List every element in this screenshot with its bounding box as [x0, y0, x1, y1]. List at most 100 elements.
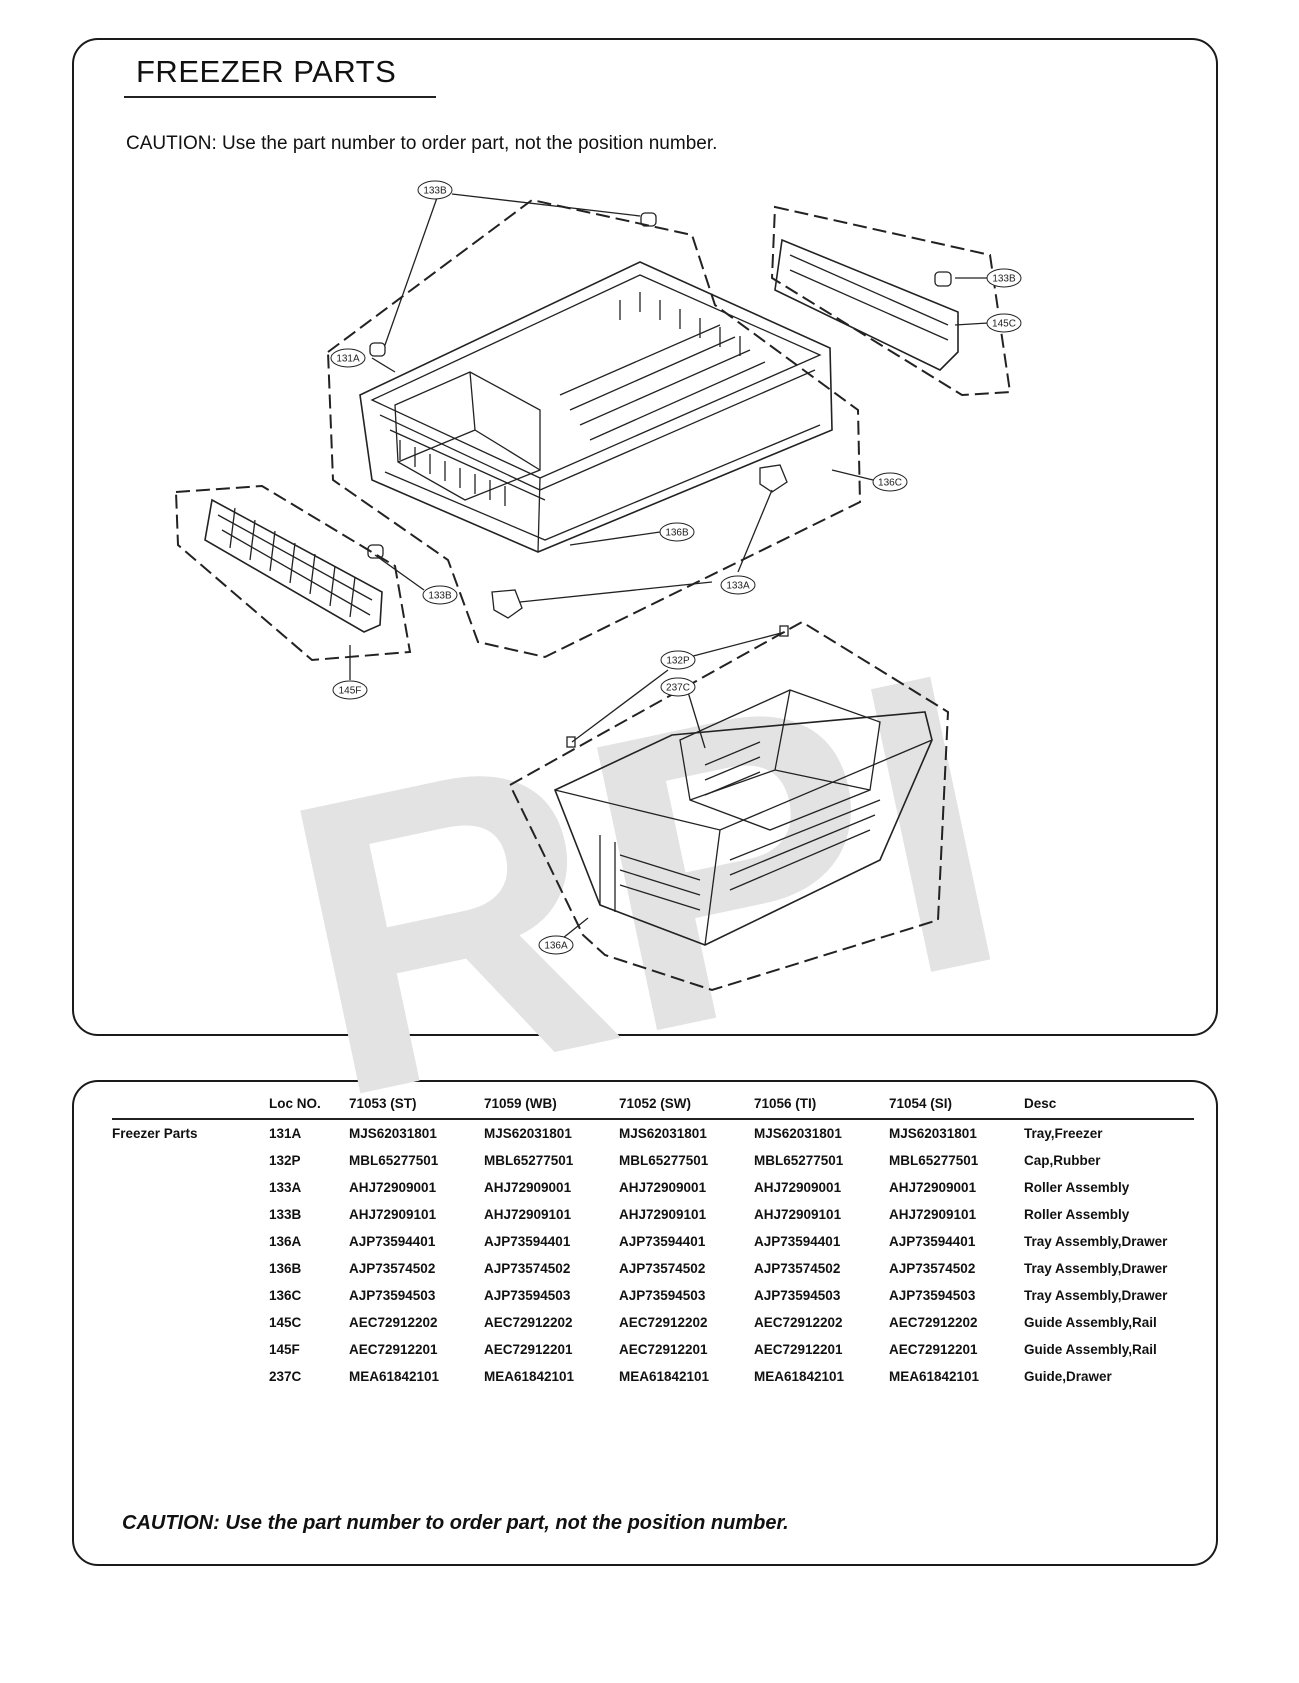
loc-number: 237C	[269, 1369, 302, 1384]
section-label	[112, 1363, 269, 1390]
part-number: AHJ72909001	[349, 1180, 437, 1195]
rail-right	[774, 238, 959, 371]
column-header: 71059 (WB)	[484, 1088, 619, 1120]
svg-text:133B: 133B	[428, 591, 452, 602]
group-outline-rail-left	[174, 484, 412, 662]
part-number: AJP73574502	[349, 1261, 436, 1276]
part-number: AJP73574502	[484, 1261, 571, 1276]
loc-number: 133B	[269, 1207, 302, 1222]
part-number: MEA61842101	[484, 1369, 575, 1384]
part-number: AHJ72909101	[484, 1207, 572, 1222]
part-number: AEC72912202	[889, 1315, 978, 1330]
column-header: Desc	[1024, 1088, 1194, 1120]
svg-text:133B: 133B	[992, 274, 1016, 285]
callout-136b: 136B	[659, 522, 695, 542]
part-number: AJP73574502	[889, 1261, 976, 1276]
part-description: Guide,Drawer	[1024, 1369, 1112, 1384]
table-row: 136C AJP73594503 AJP73594503 AJP73594503 AJP…	[112, 1282, 1194, 1309]
section-label	[112, 1336, 269, 1363]
callout-136a: 136A	[538, 935, 574, 955]
loc-number: 145C	[269, 1315, 302, 1330]
part-number: MJS62031801	[754, 1126, 842, 1141]
part-number: AEC72912201	[619, 1342, 708, 1357]
svg-text:133B: 133B	[423, 186, 447, 197]
loc-number: 136A	[269, 1234, 302, 1249]
callout-136c: 136C	[872, 472, 908, 492]
section-label	[112, 1255, 269, 1282]
loc-number: 136C	[269, 1288, 302, 1303]
roller-133b-right	[934, 271, 952, 287]
loc-number: 132P	[269, 1153, 301, 1168]
part-number: AJP73574502	[754, 1261, 841, 1276]
part-number: MJS62031801	[349, 1126, 437, 1141]
column-header: 71054 (SI)	[889, 1088, 1024, 1120]
part-number: MJS62031801	[484, 1126, 572, 1141]
part-number: AEC72912201	[754, 1342, 843, 1357]
svg-text:136C: 136C	[878, 478, 902, 489]
callout-145f: 145F	[332, 680, 368, 700]
part-number: AJP73594503	[484, 1288, 571, 1303]
cap-132p-left	[566, 736, 576, 748]
part-number: AJP73594503	[754, 1288, 841, 1303]
table-row: 136B AJP73574502 AJP73574502 AJP73574502 AJP…	[112, 1255, 1194, 1282]
part-number: AJP73594401	[349, 1234, 436, 1249]
loc-number: 145F	[269, 1342, 300, 1357]
group-outline-lower-drawer	[508, 620, 950, 992]
part-number: MBL65277501	[484, 1153, 574, 1168]
callout-133a: 133A	[720, 575, 756, 595]
part-number: AJP73574502	[619, 1261, 706, 1276]
section-label	[112, 1147, 269, 1174]
caution-note-top: CAUTION: Use the part number to order pa…	[126, 133, 718, 154]
part-number: AEC72912202	[754, 1315, 843, 1330]
part-number: AHJ72909001	[754, 1180, 842, 1195]
title-underline	[124, 96, 436, 98]
callout-labels: 133B 133B 131A 145C 136C 136B 133B 133A …	[330, 180, 1022, 955]
part-number: MEA61842101	[349, 1369, 440, 1384]
part-number: MBL65277501	[889, 1153, 979, 1168]
part-description: Cap,Rubber	[1024, 1153, 1101, 1168]
svg-text:145F: 145F	[339, 686, 362, 697]
rail-left	[204, 498, 383, 633]
part-number: AHJ72909001	[889, 1180, 977, 1195]
svg-text:131A: 131A	[336, 354, 360, 365]
cap-132p-right	[779, 625, 789, 637]
section-label	[112, 1228, 269, 1255]
part-number: MJS62031801	[889, 1126, 977, 1141]
part-number: AHJ72909101	[619, 1207, 707, 1222]
part-number: AJP73594503	[619, 1288, 706, 1303]
part-number: MJS62031801	[619, 1126, 707, 1141]
svg-text:132P: 132P	[666, 656, 690, 667]
section-label	[112, 1201, 269, 1228]
parts-table-panel	[72, 1080, 1218, 1566]
svg-text:237C: 237C	[666, 683, 690, 694]
column-header	[112, 1088, 269, 1120]
column-header: 71053 (ST)	[349, 1088, 484, 1120]
group-outline-rail-right	[770, 205, 1012, 397]
part-number: AJP73594401	[619, 1234, 706, 1249]
part-description: Tray Assembly,Drawer	[1024, 1261, 1168, 1276]
part-number: MEA61842101	[619, 1369, 710, 1384]
svg-text:136B: 136B	[665, 528, 689, 539]
callout-133b-left: 133B	[422, 585, 458, 605]
group-outline-main-tray	[326, 198, 862, 659]
callout-132p: 132P	[660, 650, 696, 670]
table-row: 132P MBL65277501 MBL65277501 MBL65277501 MBL…	[112, 1147, 1194, 1174]
loc-number: 131A	[269, 1126, 302, 1141]
part-number: AJP73594401	[484, 1234, 571, 1249]
callout-131a: 131A	[330, 348, 366, 368]
parts-table: Loc NO.71053 (ST)71059 (WB)71052 (SW)710…	[112, 1088, 1194, 1390]
part-number: MBL65277501	[619, 1153, 709, 1168]
column-header: Loc NO.	[269, 1088, 349, 1120]
part-number: AHJ72909101	[754, 1207, 842, 1222]
loc-number: 136B	[269, 1261, 302, 1276]
part-number: AJP73594503	[889, 1288, 976, 1303]
part-description: Guide Assembly,Rail	[1024, 1315, 1157, 1330]
section-label	[112, 1282, 269, 1309]
part-number: MBL65277501	[754, 1153, 844, 1168]
section-label: Freezer Parts	[112, 1126, 198, 1141]
callout-133b-top: 133B	[417, 180, 453, 200]
